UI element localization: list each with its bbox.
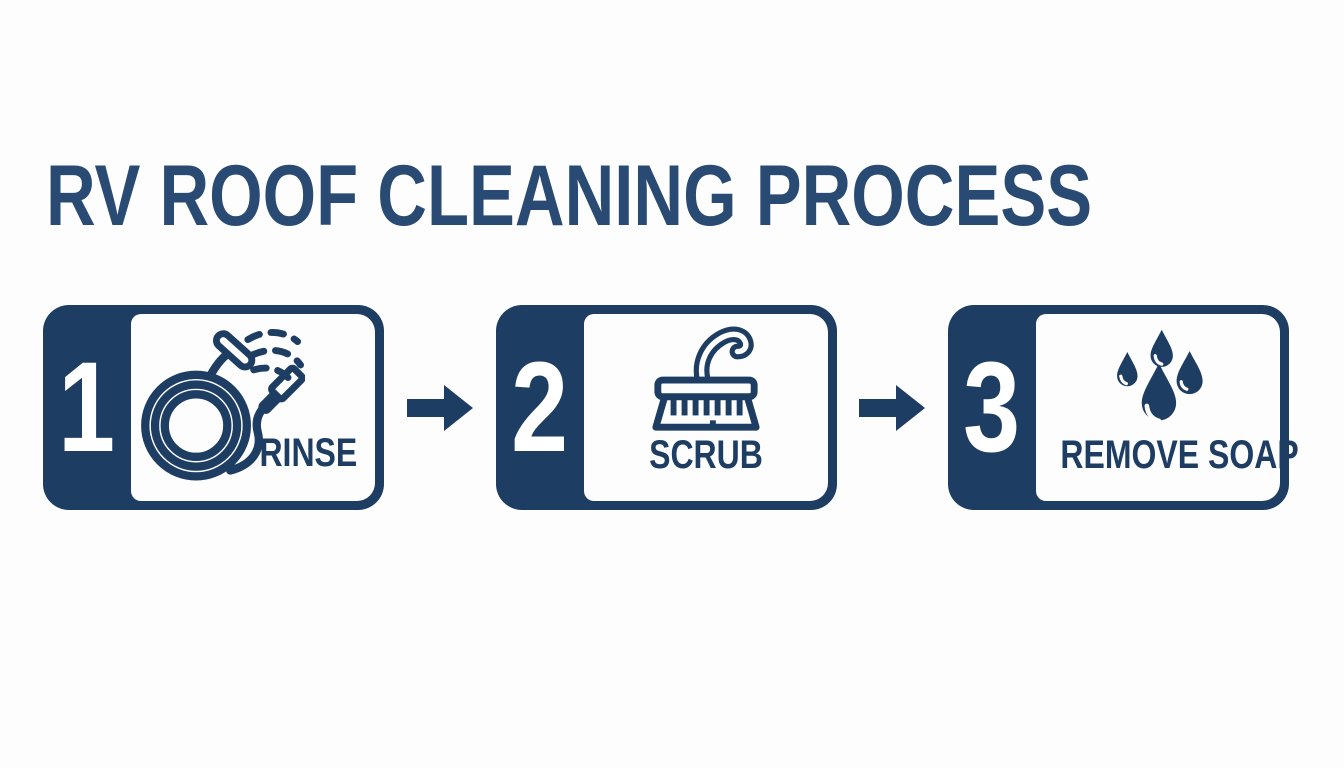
step-card-body: REMOVE SOAP bbox=[1036, 314, 1299, 501]
step-number-panel: 3 bbox=[948, 305, 1036, 510]
step-number-panel: 2 bbox=[496, 305, 584, 510]
step-label: SCRUB bbox=[648, 433, 763, 477]
step-card-rinse: 1 RINSE bbox=[43, 305, 384, 510]
garden-hose-spray-icon bbox=[141, 329, 305, 481]
step-card-body: RINSE bbox=[131, 314, 375, 501]
scrub-brush-icon bbox=[651, 326, 760, 431]
step-card-body: SCRUB bbox=[583, 314, 828, 501]
step-number: 3 bbox=[963, 335, 1021, 479]
step-label: REMOVE SOAP bbox=[1060, 433, 1299, 477]
right-arrow-icon bbox=[406, 384, 473, 431]
step-card-remove-soap: 3 REMOVE SOAP bbox=[948, 305, 1299, 510]
step-card-scrub: 2 SCRUB bbox=[495, 305, 837, 510]
step-label: RINSE bbox=[259, 431, 357, 475]
process-flow: 1 RINSE bbox=[43, 305, 1299, 510]
step-number: 2 bbox=[511, 335, 568, 479]
step-number: 1 bbox=[58, 335, 116, 479]
page-title: RV ROOF CLEANING PROCESS bbox=[46, 148, 1093, 244]
right-arrow-icon bbox=[859, 384, 926, 431]
step-number-panel: 1 bbox=[43, 305, 131, 510]
water-droplets-icon bbox=[1117, 329, 1203, 424]
